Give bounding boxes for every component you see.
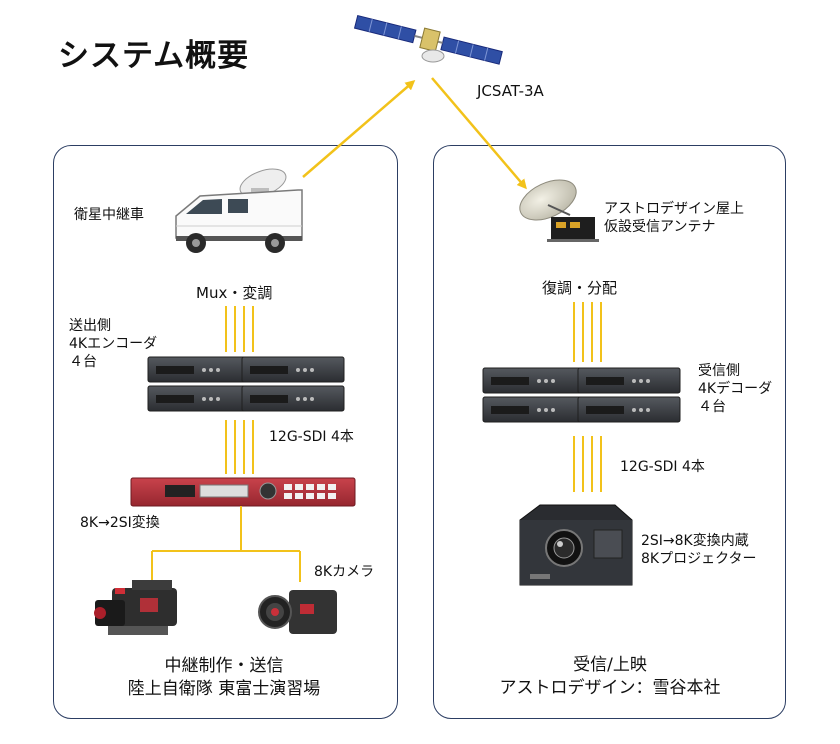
encoder-stack-icon [147,356,345,412]
satellite-icon [353,14,503,65]
left-footer: 中継制作・送信 陸上自衛隊 東富士演習場 [127,656,321,699]
mux-label: Mux・変調 [196,284,273,302]
sdi-lines-left [225,420,254,474]
encoder-label: 送出側 4Kエンコーダ ４台 [69,318,158,370]
8k-camera-icon-2 [258,590,337,634]
converter-label: 8K→2SI変換 [80,515,160,531]
uplink-arrow [302,80,416,178]
downlink-arrow [431,77,527,190]
page-title: システム概要 [58,38,250,74]
satellite-name: JCSAT-3A [477,82,544,100]
sdi-label-right: 12G-SDI 4本 [620,459,705,475]
8k-projector-icon [519,504,633,586]
mux-output-lines [225,306,254,352]
camera-feed-lines [151,506,301,582]
converter-icon [130,477,356,507]
projector-label: 2SI→8K変換内蔵 8Kプロジェクター [641,533,757,567]
relay-van-label: 衛星中継車 [74,207,144,223]
decoder-stack-icon [482,367,681,423]
camera-label: 8Kカメラ [314,564,375,580]
right-panel [433,145,786,719]
sdi-lines-right [573,436,602,492]
demod-label: 復調・分配 [542,279,618,297]
decoder-label: 受信側 4Kデコーダ ４台 [698,363,773,415]
relay-van-icon [175,168,303,253]
sdi-label-left: 12G-SDI 4本 [269,429,354,445]
right-footer: 受信/上映 アストロデザイン：雪谷本社 [499,655,721,698]
antenna-label: アストロデザイン屋上 仮設受信アンテナ [604,201,744,235]
receive-antenna-icon [519,179,599,242]
demod-output-lines [573,302,602,362]
8k-camera-icon-1 [94,580,177,635]
